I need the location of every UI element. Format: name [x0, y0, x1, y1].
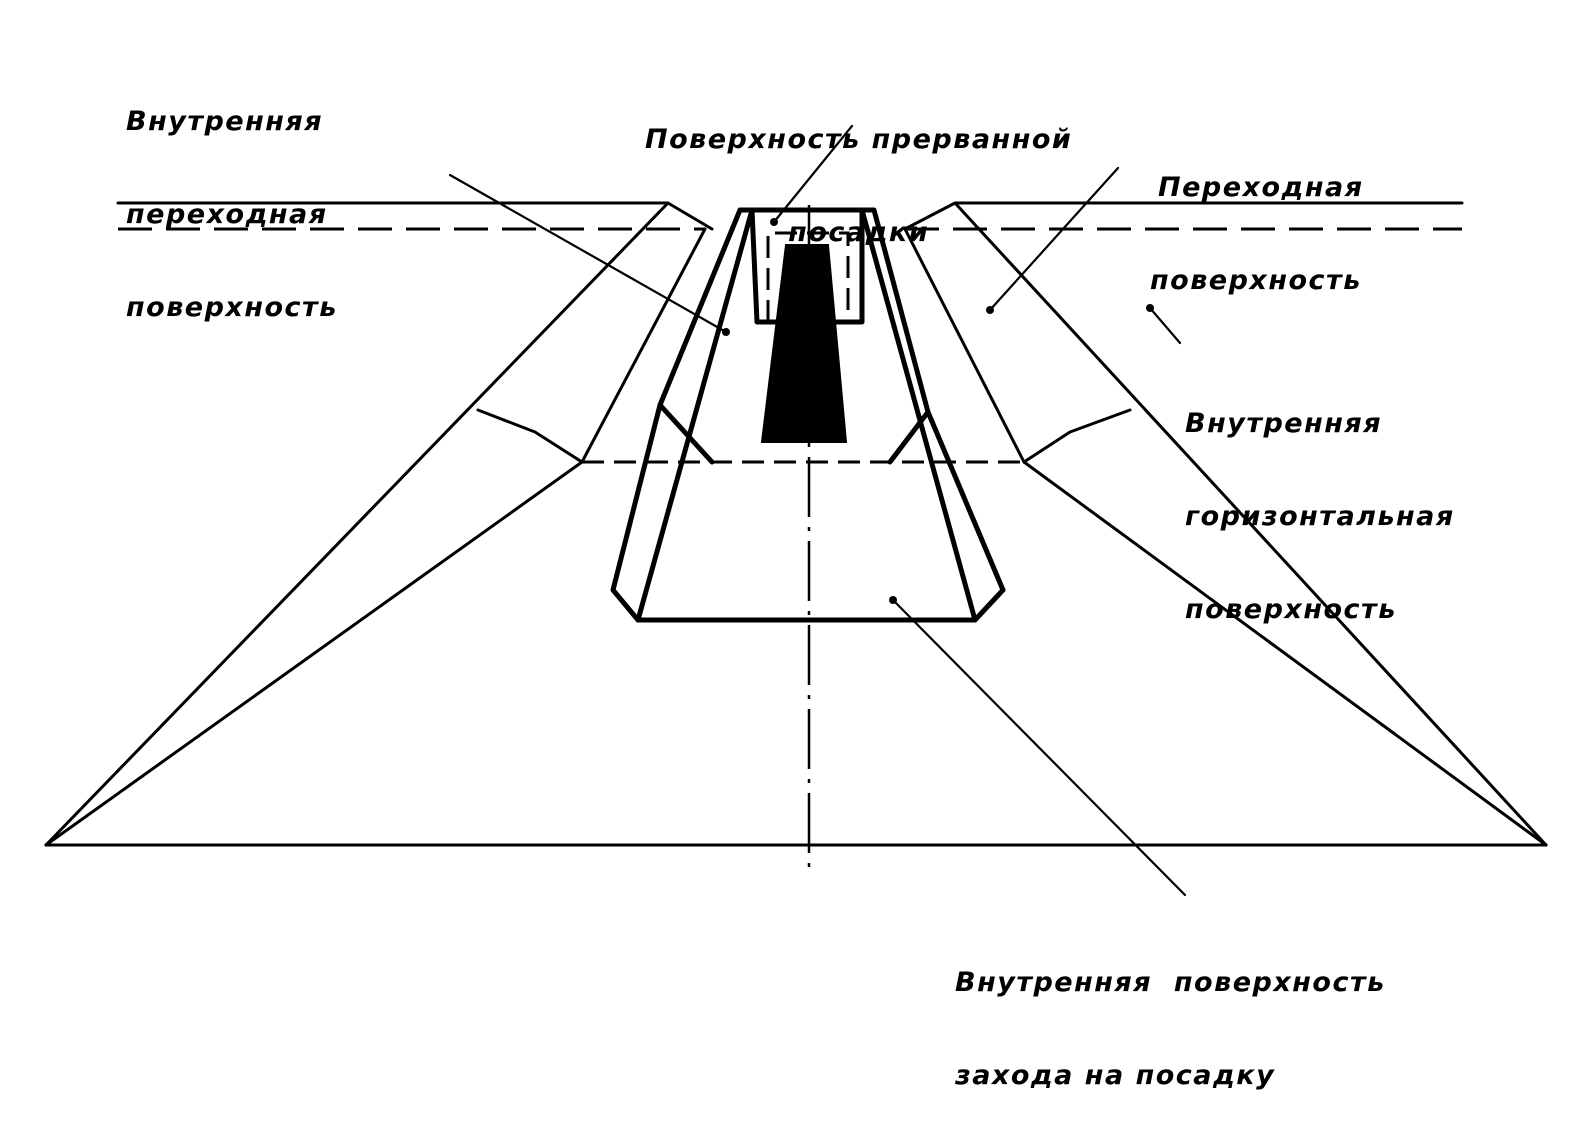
- runway: [760, 244, 848, 443]
- label-inner-transition-surface: Внутренняя переходная поверхность: [126, 44, 338, 354]
- inner-approach-inner-left: [635, 207, 755, 623]
- leader-transition: [988, 166, 1120, 312]
- label-balked-landing-surface: Поверхность прерванной посадки: [645, 62, 1072, 279]
- label-line: Поверхность прерванной: [645, 124, 1073, 155]
- dot-transition: [986, 306, 994, 314]
- dot-balked-landing: [770, 218, 778, 226]
- label-line: поверхность: [1185, 594, 1397, 625]
- inner-approach-inner-right: [859, 207, 978, 623]
- transition-curve-left: [476, 408, 584, 464]
- outer-diagonal-right: [1022, 460, 1548, 847]
- label-line: переходная: [126, 199, 328, 230]
- transition-edge-left: [580, 227, 707, 464]
- outer-surface-right-boundary: [903, 201, 1548, 847]
- label-line: Внутренняя: [126, 106, 324, 137]
- label-line: захода на посадку: [955, 1060, 1276, 1091]
- label-line: Внутренняя поверхность: [955, 967, 1386, 998]
- leader-inner-transition: [448, 173, 728, 334]
- transition-edge-right: [903, 227, 1026, 464]
- outer-diagonal-left: [44, 460, 584, 847]
- inner-approach-side-left: [657, 402, 715, 465]
- label-line: Переходная: [1158, 172, 1364, 203]
- dot-inner-transition: [722, 328, 730, 336]
- dot-inner-horizontal: [1146, 304, 1154, 312]
- inner-approach-side-right: [887, 409, 931, 465]
- dot-inner-approach: [889, 596, 897, 604]
- obstacle-limitation-surfaces-diagram: [44, 124, 1548, 897]
- leader-inner-horizontal: [1148, 306, 1182, 345]
- label-line: Внутренняя: [1185, 408, 1383, 439]
- label-transition-surface: Переходная поверхность: [1150, 110, 1364, 327]
- label-line: горизонтальная: [1185, 501, 1455, 532]
- transition-curve-right: [1022, 408, 1132, 464]
- label-inner-approach-surface: Внутренняя поверхность захода на посадку: [955, 905, 1386, 1122]
- leader-inner-approach: [891, 598, 1187, 897]
- label-line: поверхность: [1150, 265, 1362, 296]
- label-line: посадки: [788, 217, 930, 248]
- label-inner-horizontal-surface: Внутренняя горизонтальная поверхность: [1185, 346, 1455, 656]
- label-line: поверхность: [126, 292, 338, 323]
- leader-balked-landing: [772, 124, 854, 224]
- outer-surface-left-boundary: [44, 201, 714, 847]
